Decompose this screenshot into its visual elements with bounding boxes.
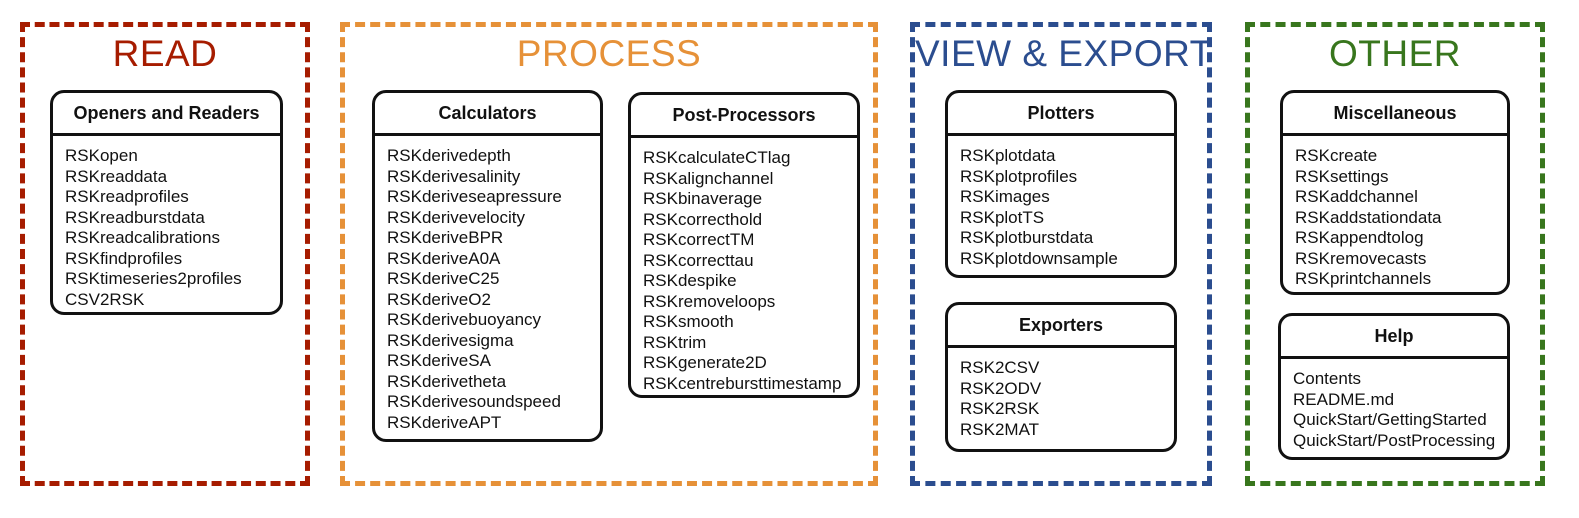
section-title-process: PROCESS <box>516 33 702 74</box>
function-item: RSKreadprofiles <box>65 187 189 206</box>
function-item: RSKtimeseries2profiles <box>65 269 242 288</box>
box-header-miscellaneous: Miscellaneous <box>1283 93 1507 136</box>
function-item: RSKplotTS <box>960 207 1045 227</box>
box-header-post-processors: Post-Processors <box>631 95 857 138</box>
function-item: RSKopen <box>65 146 138 165</box>
function-item: RSKcalculateCTlag <box>643 148 791 167</box>
section-title-other: OTHER <box>1329 33 1461 74</box>
function-item: RSKdespike <box>643 271 737 290</box>
function-item: RSKtrim <box>643 332 707 352</box>
function-item: README.md <box>1293 389 1395 409</box>
function-item: RSK2RSK <box>960 399 1040 418</box>
box-header-help: Help <box>1281 316 1507 359</box>
function-item: RSKderiveseapressure <box>387 187 562 206</box>
function-item: RSKplotdata <box>960 146 1056 165</box>
function-item: RSKplotdownsample <box>960 248 1118 268</box>
function-item: RSKcentrebursttimestamp <box>643 373 842 393</box>
function-item: RSKalignchannel <box>643 168 774 188</box>
function-item: RSKreadcalibrations <box>65 228 220 247</box>
section-title-read: READ <box>112 33 218 74</box>
function-item: QuickStart/GettingStarted <box>1293 410 1487 429</box>
function-item: RSK2MAT <box>960 419 1040 439</box>
function-item: RSKderivevelocity <box>387 207 525 227</box>
box-header-plotters: Plotters <box>948 93 1174 136</box>
function-item: RSKprintchannels <box>1295 269 1432 288</box>
section-title-view-export: VIEW & EXPORT <box>915 33 1213 74</box>
function-item: RSKremovecasts <box>1295 248 1427 268</box>
function-item: CSV2RSK <box>65 289 145 309</box>
function-item: RSKplotburstdata <box>960 228 1094 247</box>
function-item: RSKremoveloops <box>643 291 776 311</box>
function-item: RSKderiveC25 <box>387 269 500 288</box>
function-item: RSKcorrecthold <box>643 209 763 229</box>
function-item: RSKplotprofiles <box>960 166 1078 186</box>
function-item: RSKderivesigma <box>387 330 514 350</box>
function-item: RSKaddstationdata <box>1295 207 1442 227</box>
function-item: RSKcorrecttau <box>643 250 754 270</box>
function-item: RSK2ODV <box>960 378 1042 398</box>
function-item: RSKgenerate2D <box>643 353 767 372</box>
box-header-calculators: Calculators <box>375 93 600 136</box>
function-item: RSKfindprofiles <box>65 248 183 268</box>
function-item: RSKappendtolog <box>1295 228 1424 247</box>
function-item: RSKcorrectTM <box>643 230 755 249</box>
function-item: RSKsettings <box>1295 166 1389 186</box>
function-item: RSKderiveAPT <box>387 412 502 432</box>
function-item: RSKsmooth <box>643 312 734 331</box>
function-item: RSKderivetheta <box>387 371 507 391</box>
function-item: RSKderivesalinity <box>387 166 521 186</box>
function-item: RSKderivesoundspeed <box>387 392 561 411</box>
function-item: RSKbinaverage <box>643 189 763 208</box>
function-item: RSKcreate <box>1295 146 1378 165</box>
function-item: RSKderivebuoyancy <box>387 310 542 329</box>
function-item: RSK2CSV <box>960 358 1040 377</box>
function-item: RSKderiveSA <box>387 351 491 370</box>
function-item: RSKderiveA0A <box>387 248 501 268</box>
function-item: RSKderiveBPR <box>387 228 504 247</box>
function-item: RSKimages <box>960 187 1050 206</box>
function-item: RSKreaddata <box>65 166 168 186</box>
function-item: RSKreadburstdata <box>65 207 205 227</box>
function-item: RSKderiveO2 <box>387 289 491 309</box>
function-item: Contents <box>1293 369 1362 388</box>
box-header-openers-and-readers: Openers and Readers <box>53 93 280 136</box>
function-item: RSKderivedepth <box>387 146 511 165</box>
function-item: QuickStart/PostProcessing <box>1293 430 1496 450</box>
box-header-exporters: Exporters <box>948 305 1174 348</box>
function-item: RSKaddchannel <box>1295 187 1418 206</box>
